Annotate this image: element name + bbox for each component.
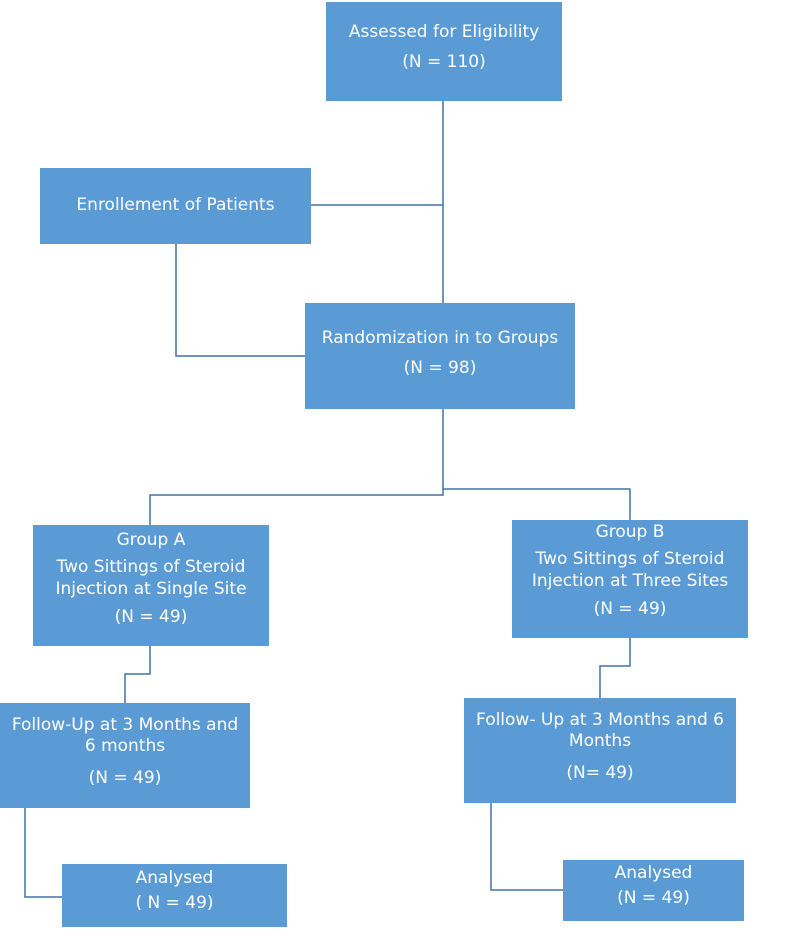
randomization-count: (N = 98) — [403, 358, 477, 379]
followup-b-line2: Months — [568, 731, 632, 752]
followup-b-box: Follow- Up at 3 Months and 6 Months (N= … — [464, 698, 736, 803]
enrollment-box: Enrollement of Patients — [40, 168, 311, 244]
followup-a-line1: Follow-Up at 3 Months and — [11, 715, 239, 735]
analysed-a-box: Analysed ( N = 49) — [62, 864, 287, 927]
followup-b-count: (N= 49) — [566, 762, 634, 783]
group-a-name: Group A — [116, 530, 186, 550]
connector-randomization-split — [149, 409, 631, 525]
followup-a-count: (N = 49) — [88, 767, 162, 788]
group-a-description-line1: Two Sittings of Steroid — [56, 557, 246, 578]
followup-a-line2: 6 months — [84, 736, 166, 757]
group-b-description-line2: Injection at Three Sites — [531, 570, 729, 591]
group-a-count: (N = 49) — [114, 606, 188, 627]
group-b-name: Group B — [595, 522, 665, 542]
group-b-description-line1: Two Sittings of Steroid — [535, 549, 725, 570]
group-a-box: Group A Two Sittings of Steroid Injectio… — [33, 525, 269, 646]
analysed-b-box: Analysed (N = 49) — [563, 860, 744, 921]
analysed-a-count: ( N = 49) — [135, 893, 214, 914]
eligibility-title: Assessed for Eligibility — [348, 22, 540, 42]
group-b-box: Group B Two Sittings of Steroid Injectio… — [512, 520, 748, 638]
connector-enrollment-to-randomization — [175, 244, 305, 357]
analysed-a-title: Analysed — [135, 868, 214, 888]
followup-a-box: Follow-Up at 3 Months and 6 months (N = … — [0, 703, 250, 808]
connector-group-b-to-followup-b — [599, 638, 631, 698]
connector-followup-b-to-analysed-b — [490, 803, 563, 891]
enrollment-title: Enrollement of Patients — [76, 195, 275, 216]
eligibility-box: Assessed for Eligibility (N = 110) — [326, 2, 562, 101]
analysed-b-count: (N = 49) — [617, 888, 690, 909]
randomization-title: Randomization in to Groups — [321, 328, 559, 348]
randomization-box: Randomization in to Groups (N = 98) — [305, 303, 575, 409]
connector-group-a-to-followup-a — [124, 646, 151, 703]
followup-b-line1: Follow- Up at 3 Months and 6 — [476, 710, 724, 730]
group-b-count: (N = 49) — [593, 598, 667, 619]
analysed-b-title: Analysed — [614, 863, 693, 883]
group-a-description-line2: Injection at Single Site — [55, 578, 247, 599]
connector-followup-a-to-analysed-a — [24, 808, 62, 898]
eligibility-count: (N = 110) — [402, 52, 486, 73]
